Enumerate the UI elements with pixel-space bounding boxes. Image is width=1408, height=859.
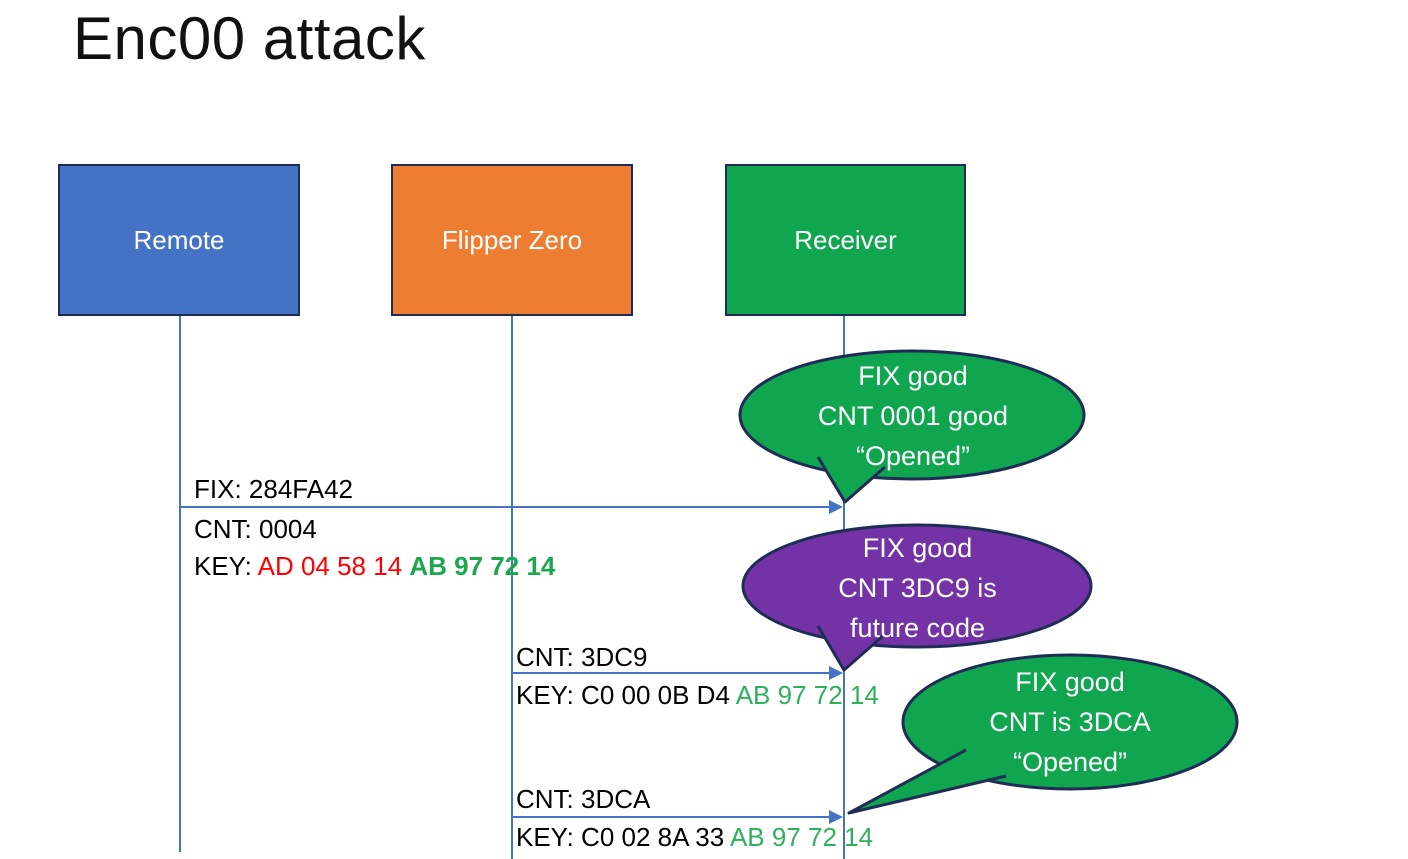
message-1-key-label: KEY: (194, 551, 258, 581)
callout-2-line-2: CNT 3DC9 is (838, 573, 997, 603)
lifeline-flipper-zero (511, 316, 513, 859)
message-1-key-green-bytes: AB 97 72 14 (409, 551, 556, 581)
callout-3-line-1: FIX good (1015, 667, 1125, 697)
actor-label-flipper-zero: Flipper Zero (441, 224, 583, 255)
callout-1-line-1: FIX good (858, 361, 968, 391)
message-1-cnt: CNT: 0004 (194, 514, 317, 544)
message-arrow-3-line (512, 816, 830, 818)
message-2-key-black-bytes: C0 00 0B D4 (581, 680, 736, 710)
message-arrow-2-line (512, 672, 830, 674)
actor-box-remote: Remote (58, 164, 300, 316)
message-3-cnt: CNT: 3DCA (516, 784, 651, 814)
callout-1-line-3: “Opened” (855, 441, 971, 471)
callout-3-line-2: CNT is 3DCA (989, 707, 1151, 737)
message-arrow-3-head (829, 810, 843, 824)
actor-box-flipper-zero: Flipper Zero (391, 164, 633, 316)
callout-2-line-1: FIX good (862, 533, 973, 563)
message-1-key-red-bytes: AD 04 58 14 (257, 551, 410, 581)
callout-3-text: FIX good CNT is 3DCA “Opened” (905, 662, 1235, 782)
actor-box-receiver: Receiver (725, 164, 966, 316)
callout-3-line-3: “Opened” (1012, 747, 1128, 777)
message-arrow-1-line (180, 506, 830, 508)
callout-bubble-3-green (847, 653, 1239, 815)
message-3-key-black-bytes: C0 02 8A 33 (581, 822, 730, 852)
actor-label-receiver: Receiver (794, 224, 897, 255)
slide-title: Enc00 attack (73, 5, 426, 72)
callout-2-text: FIX good CNT 3DC9 is future code (765, 528, 1070, 648)
message-3-key-label: KEY: (516, 822, 582, 852)
callout-1-line-2: CNT 0001 good (817, 401, 1009, 431)
actor-label-remote: Remote (133, 224, 225, 255)
message-3-key-green-bytes: AB 97 72 14 (729, 822, 874, 852)
message-1-fix: FIX: 284FA42 (194, 474, 353, 504)
message-3-key: KEY: C0 02 8A 33 AB 97 72 14 (516, 822, 873, 852)
message-1-key: KEY: AD 04 58 14 AB 97 72 14 (194, 551, 555, 581)
callout-bubble-1-green (738, 349, 1086, 504)
message-arrow-1-head (829, 500, 843, 514)
callout-2-line-3: future code (849, 613, 986, 643)
message-arrow-2-head (829, 666, 843, 680)
callout-1-text: FIX good CNT 0001 good “Opened” (763, 356, 1063, 476)
callout-bubble-2-purple (741, 523, 1093, 672)
lifeline-remote (179, 316, 181, 852)
message-2-key-label: KEY: (516, 680, 582, 710)
message-2-key: KEY: C0 00 0B D4 AB 97 72 14 (516, 680, 879, 710)
message-2-cnt: CNT: 3DC9 (516, 642, 648, 672)
message-2-key-green-bytes: AB 97 72 14 (735, 680, 879, 710)
